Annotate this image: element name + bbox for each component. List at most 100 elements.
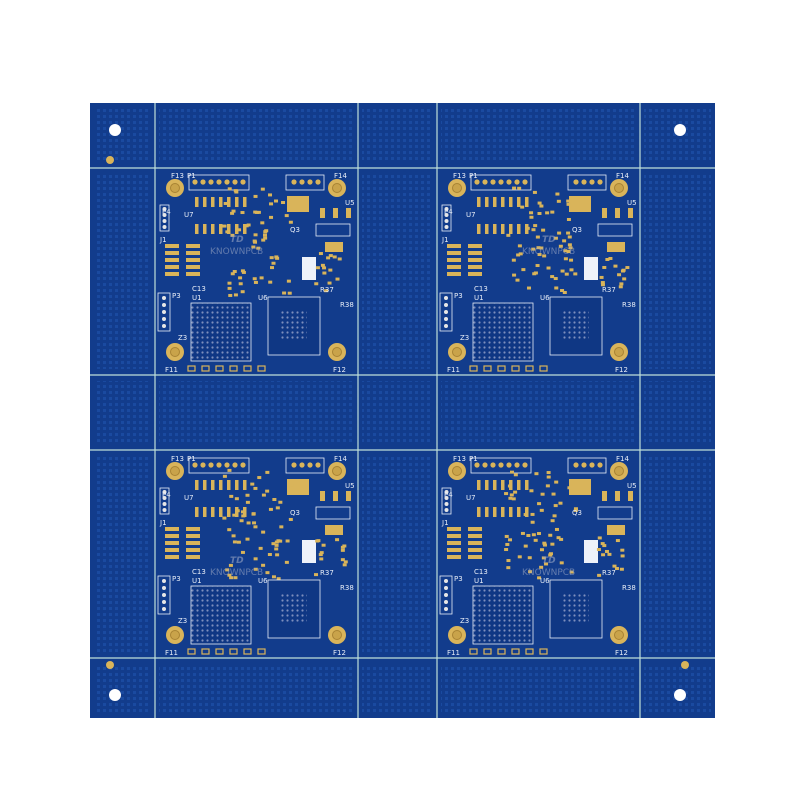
header-pin bbox=[162, 303, 166, 307]
passive-pad bbox=[620, 554, 625, 558]
ic-pin bbox=[509, 507, 513, 517]
passive-pad bbox=[322, 266, 327, 270]
ic-pin bbox=[525, 507, 529, 517]
bottom-pad bbox=[511, 648, 520, 655]
smd-pad bbox=[447, 265, 461, 269]
passive-pad bbox=[604, 549, 609, 553]
passive-pad bbox=[553, 504, 558, 508]
connector-pin bbox=[589, 179, 595, 185]
passive-pad bbox=[253, 557, 258, 561]
ic-pin bbox=[485, 224, 489, 234]
smd-pad bbox=[325, 525, 343, 535]
passive-pad bbox=[554, 286, 559, 290]
passive-pad bbox=[520, 531, 525, 535]
passive-pad bbox=[265, 571, 270, 575]
silkscreen-label: R37 bbox=[320, 286, 334, 294]
header-pin bbox=[162, 496, 167, 500]
connector-pin bbox=[482, 179, 488, 185]
passive-pad bbox=[260, 221, 265, 225]
silkscreen-label: U7 bbox=[466, 211, 476, 219]
silkscreen-label: P4 bbox=[162, 491, 171, 499]
passive-pad bbox=[536, 246, 541, 250]
header-pin bbox=[444, 579, 448, 583]
smd-pad bbox=[468, 527, 482, 531]
silkscreen-label: Z3 bbox=[460, 617, 469, 625]
silkscreen-label: U7 bbox=[184, 211, 194, 219]
passive-pad bbox=[327, 281, 332, 285]
bottom-pad bbox=[483, 365, 492, 372]
smd-pad bbox=[468, 251, 482, 255]
passive-pad bbox=[222, 516, 227, 520]
passive-pad bbox=[279, 525, 284, 529]
mount-hole bbox=[452, 347, 462, 357]
ic-pin bbox=[227, 197, 231, 207]
silkscreen-label: U5 bbox=[627, 482, 637, 490]
mount-hole bbox=[170, 466, 180, 476]
header-outline bbox=[439, 292, 453, 332]
rail-hatch bbox=[362, 456, 433, 652]
rail-hatch bbox=[644, 381, 711, 444]
bottom-pad bbox=[215, 365, 224, 372]
panel-rails bbox=[90, 103, 715, 718]
passive-pad bbox=[257, 476, 262, 480]
connector-pin bbox=[474, 179, 480, 185]
passive-pad bbox=[328, 254, 333, 258]
rail-hatch bbox=[441, 381, 636, 444]
passive-pad bbox=[622, 277, 627, 281]
passive-pad bbox=[238, 276, 243, 280]
silkscreen-label: R38 bbox=[622, 301, 636, 309]
smd-pad bbox=[320, 491, 325, 501]
passive-pad bbox=[545, 484, 550, 488]
passive-pad bbox=[573, 508, 578, 512]
passive-pad bbox=[556, 536, 561, 540]
rail-hatch bbox=[441, 664, 636, 712]
smd-pad bbox=[447, 244, 461, 248]
passive-pad bbox=[539, 204, 544, 208]
passive-pad bbox=[525, 226, 530, 230]
mount-hole bbox=[332, 347, 342, 357]
bga-chip-u6 bbox=[281, 593, 307, 623]
passive-pad bbox=[533, 271, 538, 275]
passive-pad bbox=[559, 561, 564, 565]
passive-pad bbox=[520, 205, 525, 209]
passive-pad bbox=[523, 513, 528, 517]
bga-chip-u6 bbox=[563, 310, 589, 340]
silkscreen-label: F11 bbox=[447, 649, 460, 657]
rail-hatch bbox=[94, 456, 151, 652]
passive-pad bbox=[245, 493, 250, 497]
bottom-pad bbox=[229, 648, 238, 655]
passive-pad bbox=[558, 501, 563, 505]
header-pin bbox=[444, 213, 449, 217]
connector-pin bbox=[597, 179, 603, 185]
silkscreen-label: P3 bbox=[172, 575, 181, 583]
ic-pin bbox=[517, 507, 521, 517]
passive-pad bbox=[602, 544, 607, 548]
passive-pad bbox=[231, 534, 236, 538]
smd-pad bbox=[447, 272, 461, 276]
passive-pad bbox=[223, 201, 228, 205]
connector-pin bbox=[299, 179, 305, 185]
passive-pad bbox=[253, 233, 258, 237]
ic-pin bbox=[243, 224, 247, 234]
header-pin bbox=[162, 607, 166, 611]
passive-pad bbox=[566, 231, 571, 235]
ic-pin bbox=[203, 480, 207, 490]
connector-pin bbox=[216, 179, 222, 185]
mounting-holes bbox=[106, 124, 689, 701]
watermark-logo-text: KNOWNPCB bbox=[210, 568, 263, 578]
passive-pad bbox=[343, 560, 348, 564]
passive-pad bbox=[620, 548, 625, 552]
tooling-hole bbox=[674, 689, 686, 701]
passive-pad bbox=[513, 473, 518, 477]
silkscreen-label: C13 bbox=[474, 568, 488, 576]
passive-pad bbox=[536, 532, 541, 536]
watermark-logo-mark: TD bbox=[230, 235, 244, 245]
rail-hatch bbox=[94, 381, 151, 444]
passive-pad bbox=[253, 567, 258, 571]
smd-pad bbox=[165, 534, 179, 538]
passive-pad bbox=[529, 215, 534, 219]
passive-pad bbox=[265, 489, 270, 493]
connector-pin bbox=[522, 179, 528, 185]
connector-outline bbox=[285, 174, 325, 191]
